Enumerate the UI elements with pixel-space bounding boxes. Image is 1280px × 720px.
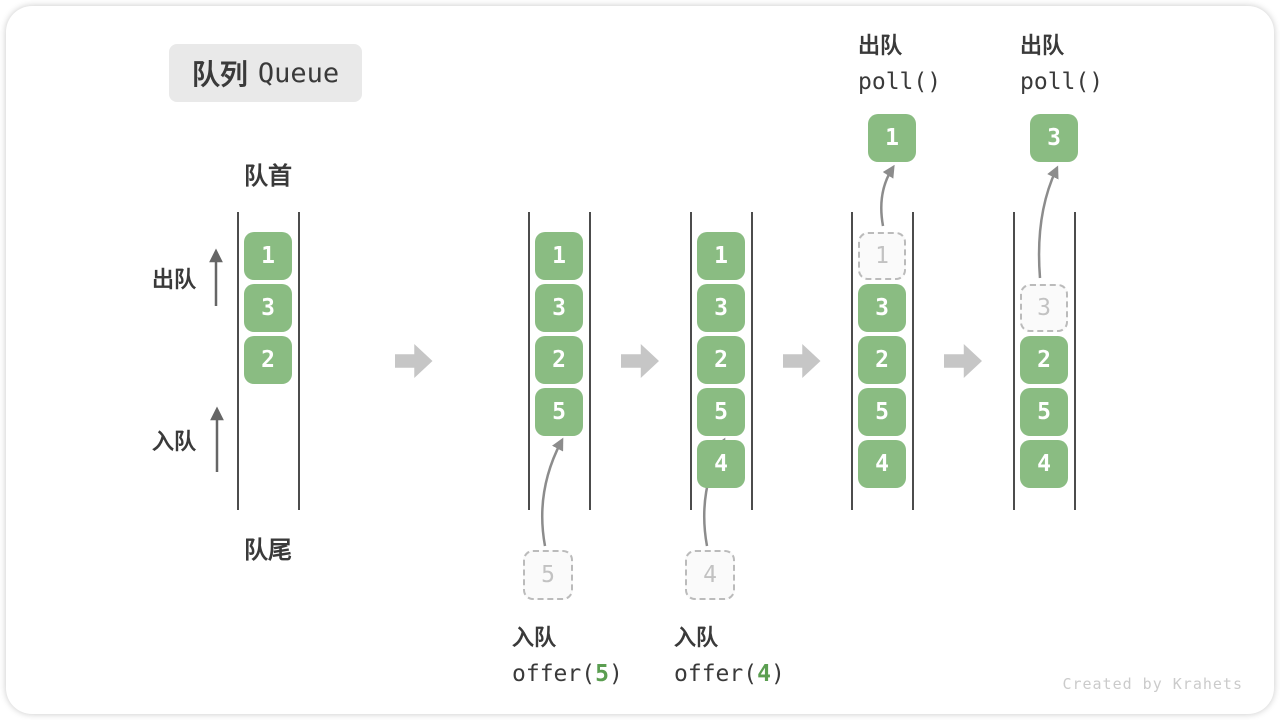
queue-channel bbox=[237, 212, 300, 510]
title-badge: 队列 Queue bbox=[169, 44, 362, 102]
queue-cell: 4 bbox=[1020, 440, 1068, 488]
enqueue-op-label: 入队 bbox=[674, 625, 719, 650]
enqueue-op-code: offer(4) bbox=[674, 661, 785, 687]
queue-cell: 1 bbox=[535, 232, 583, 280]
queue-cell: 3 bbox=[244, 284, 292, 332]
state-transition-arrow bbox=[782, 344, 821, 378]
queue-front-label: 队首 bbox=[244, 163, 292, 190]
popped-value-box: 3 bbox=[1030, 114, 1078, 162]
queue-channel bbox=[851, 212, 914, 510]
queue-cell: 1 bbox=[697, 232, 745, 280]
state-transition-arrow bbox=[621, 344, 659, 378]
queue-cell: 1 bbox=[244, 232, 292, 280]
pending-enqueue-box: 4 bbox=[685, 550, 735, 600]
dequeue-side-label: 出队 bbox=[152, 267, 197, 292]
state-transition-arrow bbox=[394, 344, 433, 378]
queue-cell: 3 bbox=[858, 284, 906, 332]
queue-cell: 2 bbox=[535, 336, 583, 384]
queue-cell: 2 bbox=[697, 336, 745, 384]
dequeue-op-label: 出队 bbox=[1020, 33, 1065, 58]
dequeue-operation-caption: 出队 poll() bbox=[1020, 28, 1103, 95]
pending-enqueue-box: 5 bbox=[523, 550, 573, 600]
queue-cell: 4 bbox=[697, 440, 745, 488]
queue-cell: 3 bbox=[535, 284, 583, 332]
popped-value-box: 1 bbox=[868, 114, 916, 162]
enqueue-op-label: 入队 bbox=[512, 625, 557, 650]
queue-cell: 5 bbox=[697, 388, 745, 436]
queue-cell: 2 bbox=[858, 336, 906, 384]
queue-cell: 5 bbox=[858, 388, 906, 436]
title-zh: 队列 bbox=[191, 59, 248, 90]
watermark: Created by Krahets bbox=[1062, 675, 1243, 693]
dequeue-operation-caption: 出队 poll() bbox=[858, 28, 941, 95]
queue-channel bbox=[1013, 212, 1076, 510]
queue-channel bbox=[528, 212, 591, 510]
title-en: Queue bbox=[257, 57, 340, 89]
queue-cell-removed: 1 bbox=[858, 232, 906, 280]
queue-cell: 4 bbox=[858, 440, 906, 488]
enqueue-operation-caption: 入队 offer(5) bbox=[512, 620, 623, 687]
dequeue-op-code: poll() bbox=[858, 69, 942, 95]
queue-cell: 2 bbox=[244, 336, 292, 384]
enqueue-op-code: offer(5) bbox=[512, 661, 623, 687]
queue-cell: 3 bbox=[697, 284, 745, 332]
dequeue-op-label: 出队 bbox=[858, 33, 903, 58]
queue-cell-removed: 3 bbox=[1020, 284, 1068, 332]
enqueue-arg: 5 bbox=[595, 661, 609, 687]
queue-cell: 2 bbox=[1020, 336, 1068, 384]
queue-cell: 5 bbox=[1020, 388, 1068, 436]
queue-cell: 5 bbox=[535, 388, 583, 436]
dequeue-op-code: poll() bbox=[1020, 69, 1104, 95]
enqueue-side-label: 入队 bbox=[152, 429, 197, 454]
queue-channel bbox=[690, 212, 753, 510]
enqueue-operation-caption: 入队 offer(4) bbox=[674, 620, 785, 687]
enqueue-arg: 4 bbox=[757, 661, 771, 687]
queue-rear-label: 队尾 bbox=[244, 537, 292, 564]
state-transition-arrow bbox=[944, 344, 982, 378]
